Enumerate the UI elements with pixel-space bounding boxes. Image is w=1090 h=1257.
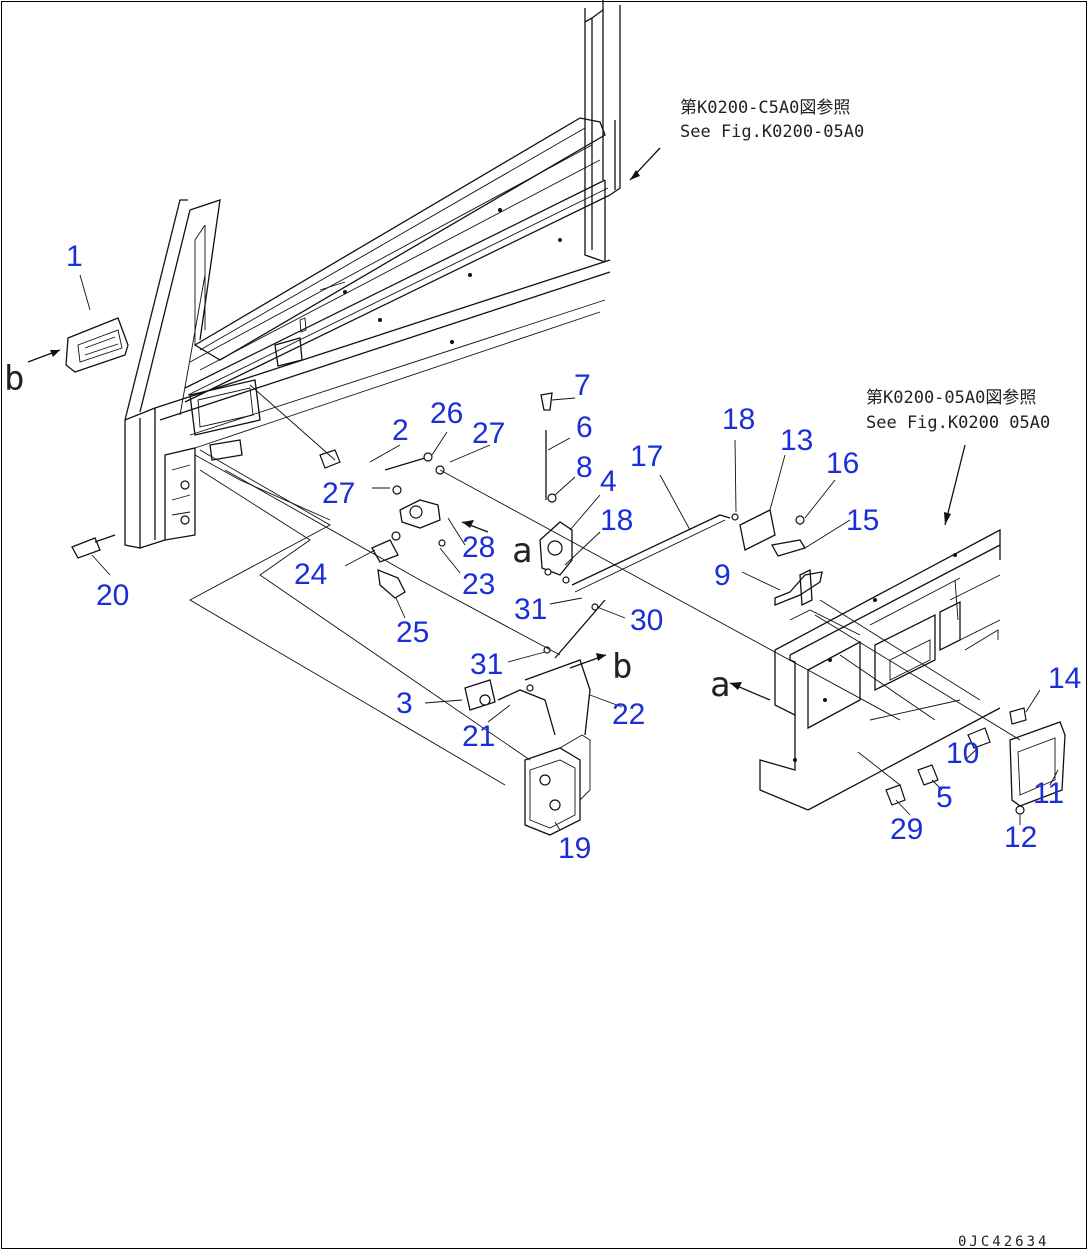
leader-lines	[79, 274, 1059, 831]
part-number: 5	[936, 781, 953, 814]
view-marker-a: a	[512, 531, 532, 571]
components	[71, 392, 1066, 836]
part-number: 4	[600, 465, 617, 498]
direction-arrows	[27, 147, 966, 701]
ref-note-top-jp: 第K0200-C5A0図参照	[680, 98, 850, 118]
part-number: 2	[392, 414, 409, 447]
part-number: 26	[430, 397, 463, 430]
view-marker-b: b	[612, 647, 632, 687]
part-number: 31	[514, 593, 547, 626]
part-number: 23	[462, 568, 495, 601]
part-number: 20	[96, 579, 129, 612]
view-marker-a: a	[710, 665, 730, 705]
part-number: 18	[600, 504, 633, 537]
part-number: 30	[630, 604, 663, 637]
part-callouts: 1 2 3 4 5 6 7 8 9 10 11 12 13 14 15 16 1…	[66, 240, 1081, 865]
part-number: 14	[1048, 662, 1081, 695]
part-number: 31	[470, 648, 503, 681]
part-number: 24	[294, 558, 327, 591]
part-number: 9	[714, 559, 731, 592]
part-number: 27	[322, 477, 355, 510]
part-number: 3	[396, 687, 413, 720]
part-number: 6	[576, 411, 593, 444]
part-number: 12	[1004, 821, 1037, 854]
outer-door-handle	[65, 317, 129, 373]
cab-side-panel	[759, 528, 1001, 811]
ref-note-top-en: See Fig.K0200-05A0	[680, 122, 864, 142]
part-number: 19	[558, 832, 591, 865]
part-number: 27	[472, 417, 505, 450]
drawing-code: 0JC42634	[958, 1234, 1049, 1250]
part-number: 8	[576, 451, 593, 484]
part-number: 29	[890, 813, 923, 846]
door-frame	[124, 0, 621, 549]
part-number: 10	[946, 737, 979, 770]
part-number: 7	[574, 369, 591, 402]
part-number: 13	[780, 424, 813, 457]
part-number: 22	[612, 698, 645, 731]
part-number: 11	[1033, 777, 1064, 810]
part-number: 18	[722, 403, 755, 436]
part-number: 16	[826, 447, 859, 480]
part-number: 1	[66, 240, 83, 273]
ref-note-right-en: See Fig.K0200 05A0	[866, 413, 1050, 433]
part-number: 25	[396, 616, 429, 649]
ref-note-right-jp: 第K0200-05A0図参照	[866, 388, 1036, 408]
part-number: 17	[630, 440, 663, 473]
part-number: 28	[462, 531, 495, 564]
view-marker-b: b	[4, 359, 24, 399]
part-number: 15	[846, 504, 879, 537]
part-number: 21	[462, 720, 495, 753]
